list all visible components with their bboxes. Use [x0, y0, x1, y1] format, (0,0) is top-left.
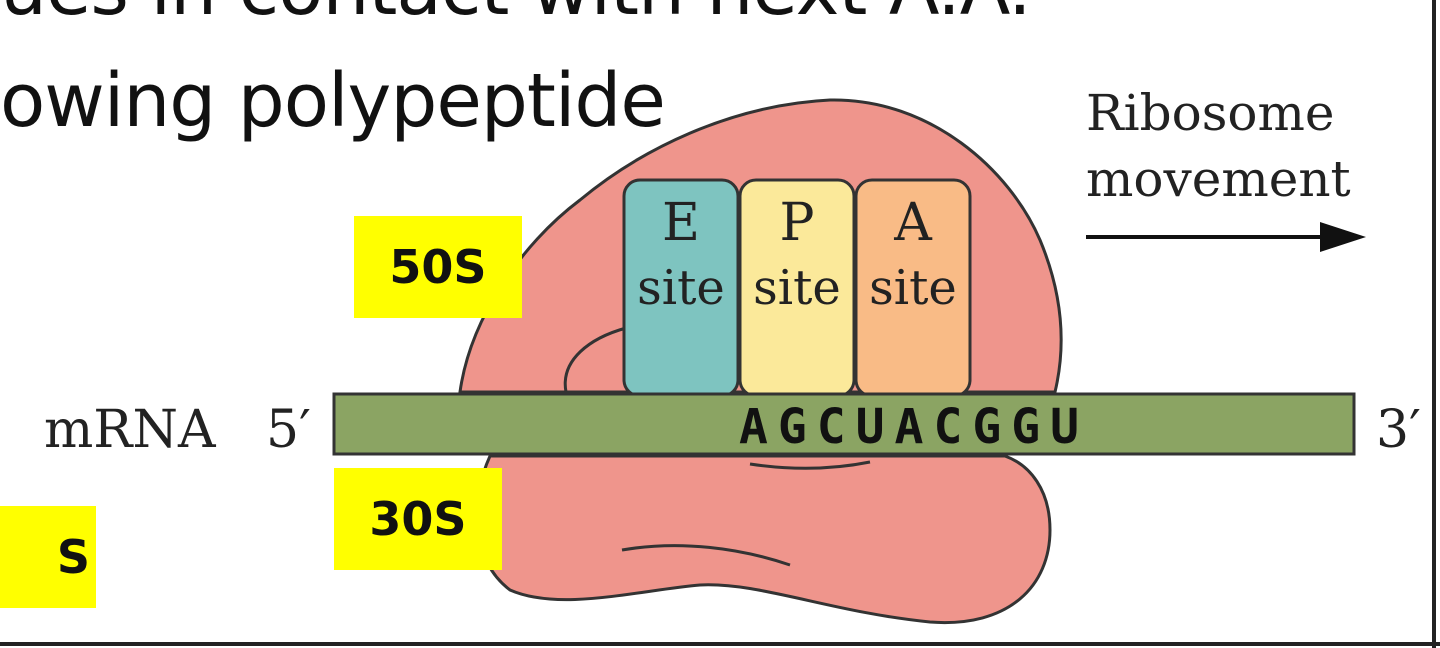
slide-text-line-1: ues in contact with next A.A.: [0, 0, 1032, 26]
p-site-letter: P: [780, 193, 815, 253]
mrna-strand: [332, 392, 1356, 456]
frame-border-right: [1432, 0, 1436, 648]
five-prime-label: 5′: [266, 400, 311, 460]
a-site-letter: A: [893, 193, 933, 253]
e-site-letter: E: [662, 193, 700, 253]
badge-30s: 30S: [334, 468, 502, 570]
a-site-word: site: [869, 260, 957, 316]
small-subunit-lip: [749, 460, 871, 470]
small-subunit-groove: [621, 544, 791, 567]
badge-left-partial: S: [0, 506, 96, 608]
frame-border-bottom: [0, 642, 1440, 646]
mrna-label: mRNA: [44, 400, 217, 460]
three-prime-label: 3′: [1376, 400, 1421, 460]
small-subunit-shape: [475, 454, 1052, 625]
slide-text-line-2: owing polypeptide: [0, 58, 666, 144]
movement-label-line-2: movement: [1086, 150, 1351, 208]
movement-label-line-1: Ribosome: [1086, 84, 1335, 142]
p-site-word: site: [753, 260, 841, 316]
exit-channel-curve: [563, 326, 627, 393]
mrna-sequence: AGCUACGGU: [739, 399, 1089, 455]
e-site-word: site: [637, 260, 725, 316]
movement-arrow-head: [1320, 222, 1366, 252]
badge-50s: 50S: [354, 216, 522, 318]
